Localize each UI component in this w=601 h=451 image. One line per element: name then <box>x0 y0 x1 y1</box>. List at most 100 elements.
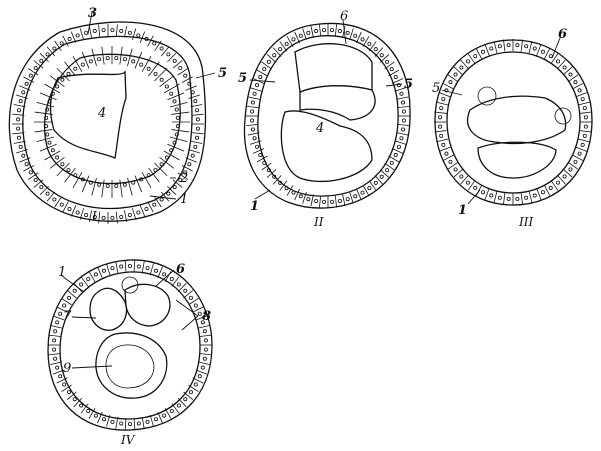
cell-nucleus <box>195 117 200 122</box>
cell-wall <box>80 403 89 414</box>
cell-nucleus <box>127 213 132 218</box>
cell-wall <box>319 24 322 37</box>
cell-nucleus <box>353 194 358 199</box>
cell-wall <box>442 154 454 161</box>
cell-wall <box>252 148 265 154</box>
cell-wall <box>44 83 61 94</box>
stage-iv-cell-walls <box>48 260 212 430</box>
cell-nucleus <box>67 295 72 300</box>
cell-wall <box>81 51 90 69</box>
cell-nucleus <box>114 183 119 188</box>
cell-nucleus <box>131 59 136 64</box>
cell-wall <box>562 66 573 76</box>
cell-nucleus <box>55 84 60 89</box>
cell-nucleus <box>345 197 350 202</box>
cell-nucleus <box>481 49 486 54</box>
cell-wall <box>54 196 62 208</box>
cell-nucleus <box>84 30 89 35</box>
cell-nucleus <box>159 77 164 82</box>
cell-nucleus <box>562 174 567 179</box>
stage-iii-label-5: 5 <box>432 81 440 96</box>
cell-wall <box>91 48 97 67</box>
cell-nucleus <box>102 417 107 422</box>
stage-iv-label-8: 8 <box>202 309 211 324</box>
cell-wall <box>16 149 28 154</box>
cell-nucleus <box>131 180 136 185</box>
cell-wall <box>148 167 160 183</box>
cell-nucleus <box>497 44 502 49</box>
cell-wall <box>272 47 282 57</box>
cell-nucleus <box>162 272 167 277</box>
cell-wall <box>536 188 542 200</box>
stage-ii-cell-walls <box>246 24 410 208</box>
stage-iii-nuclei <box>438 43 588 201</box>
cell-wall <box>123 210 128 223</box>
cell-nucleus <box>105 183 110 188</box>
cell-wall <box>397 123 410 127</box>
cell-nucleus <box>580 142 585 147</box>
cell-wall <box>247 96 260 100</box>
cell-nucleus <box>114 56 119 61</box>
cell-nucleus <box>396 83 401 88</box>
cell-nucleus <box>548 185 553 190</box>
cell-wall <box>115 211 118 224</box>
cell-nucleus <box>193 144 198 149</box>
cell-nucleus <box>255 144 260 149</box>
cell-wall <box>80 276 89 287</box>
cell-wall <box>388 155 400 163</box>
cell-nucleus <box>86 276 91 281</box>
cell-wall <box>396 132 409 136</box>
cell-nucleus <box>187 81 192 86</box>
cell-wall <box>23 165 35 172</box>
cell-nucleus <box>262 67 267 72</box>
stage-iv-roman: IV <box>120 433 136 447</box>
cell-wall <box>19 157 31 163</box>
cell-wall <box>557 174 566 185</box>
cell-wall <box>62 201 69 213</box>
cell-nucleus <box>166 52 171 57</box>
cell-nucleus <box>183 73 188 78</box>
cell-nucleus <box>119 264 124 269</box>
cell-nucleus <box>119 29 124 34</box>
cell-wall <box>191 113 204 116</box>
cell-wall <box>503 39 506 52</box>
cell-wall <box>575 92 588 98</box>
stage-ii-embryo: 6 5 5 4 1 II <box>238 9 413 229</box>
cell-wall <box>164 408 172 419</box>
cell-wall <box>139 31 146 43</box>
cell-wall <box>73 397 83 408</box>
cell-wall <box>34 129 53 133</box>
cell-nucleus <box>53 329 58 334</box>
cell-nucleus <box>16 108 21 113</box>
cell-nucleus <box>88 180 93 185</box>
cell-nucleus <box>97 57 102 62</box>
cell-wall <box>115 261 119 274</box>
cell-nucleus <box>59 41 64 46</box>
cell-wall <box>48 353 61 356</box>
cell-wall <box>334 24 337 37</box>
cell-nucleus <box>58 311 63 316</box>
cell-nucleus <box>278 180 283 185</box>
cell-wall <box>66 391 77 400</box>
cell-nucleus <box>145 266 150 271</box>
cell-wall <box>199 353 212 356</box>
cell-nucleus <box>45 132 50 137</box>
cell-wall <box>572 154 584 161</box>
cell-wall <box>434 130 447 133</box>
cell-wall <box>384 61 395 70</box>
cell-wall <box>379 54 390 63</box>
cell-wall <box>124 417 127 430</box>
cell-wall <box>460 174 469 185</box>
cell-nucleus <box>169 409 174 414</box>
cell-nucleus <box>174 132 179 137</box>
cell-nucleus <box>562 65 567 70</box>
cell-wall <box>154 162 168 177</box>
cell-nucleus <box>272 53 277 58</box>
cell-wall <box>188 297 199 306</box>
cell-nucleus <box>33 177 38 182</box>
cell-wall <box>374 175 384 185</box>
cell-wall <box>579 111 592 114</box>
cell-nucleus <box>60 162 65 167</box>
cell-nucleus <box>385 59 390 64</box>
stage-i-label-4: 4 <box>97 106 106 121</box>
